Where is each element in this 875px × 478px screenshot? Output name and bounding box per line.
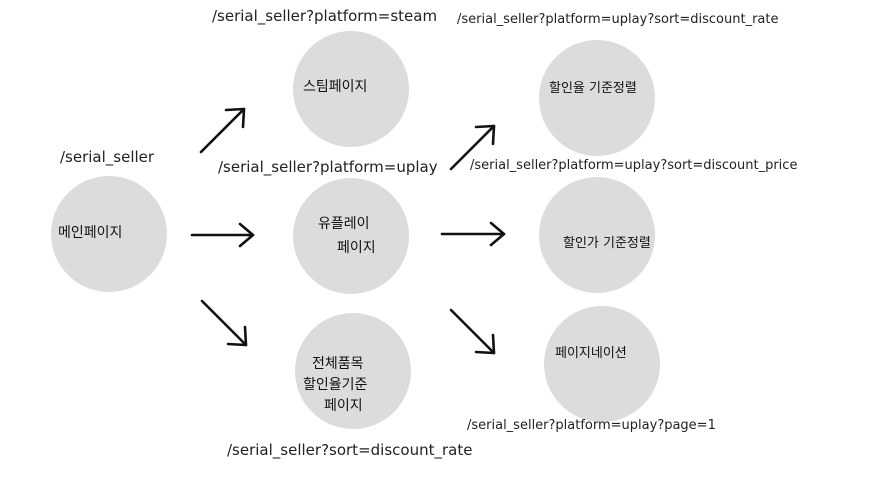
node-uplay-label-line2: 페이지 — [337, 240, 376, 256]
url-price: /serial_seller?platform=uplay?sort=disco… — [470, 158, 798, 173]
node-pagination — [544, 306, 660, 422]
url-pagination: /serial_seller?platform=uplay?page=1 — [467, 418, 716, 433]
url-main: /serial_seller — [60, 148, 155, 166]
node-rate-label: 할인율 기준정렬 — [549, 81, 637, 96]
url-uplay: /serial_seller?platform=uplay — [218, 158, 438, 176]
arrow-main-to-all — [200, 299, 248, 347]
node-all-label-line2: 할인율기준 — [303, 377, 368, 393]
node-pagination-label: 페이지네이션 — [555, 346, 627, 361]
arrow-main-to-steam — [199, 107, 246, 154]
arrow-uplay-to-pagination — [449, 308, 496, 355]
node-main-label: 메인페이지 — [58, 225, 123, 241]
node-rate — [539, 40, 655, 156]
url-rate: /serial_seller?platform=uplay?sort=disco… — [457, 12, 779, 27]
node-main — [51, 176, 167, 292]
node-all-label-line3: 페이지 — [324, 398, 363, 414]
node-price — [539, 177, 655, 293]
arrow-uplay-to-price — [440, 221, 506, 247]
node-uplay — [293, 178, 409, 294]
url-steam: /serial_seller?platform=steam — [212, 7, 438, 25]
node-uplay-label-line1: 유플레이 — [318, 216, 370, 232]
node-price-label: 할인가 기준정렬 — [563, 236, 651, 251]
url-all: /serial_seller?sort=discount_rate — [227, 441, 473, 459]
node-steam-label: 스팀페이지 — [303, 79, 368, 95]
arrow-main-to-uplay — [190, 222, 255, 248]
node-steam — [293, 31, 409, 147]
node-all — [295, 313, 411, 429]
arrow-uplay-to-rate — [449, 124, 496, 171]
node-all-label-line1: 전체품목 — [312, 356, 364, 372]
